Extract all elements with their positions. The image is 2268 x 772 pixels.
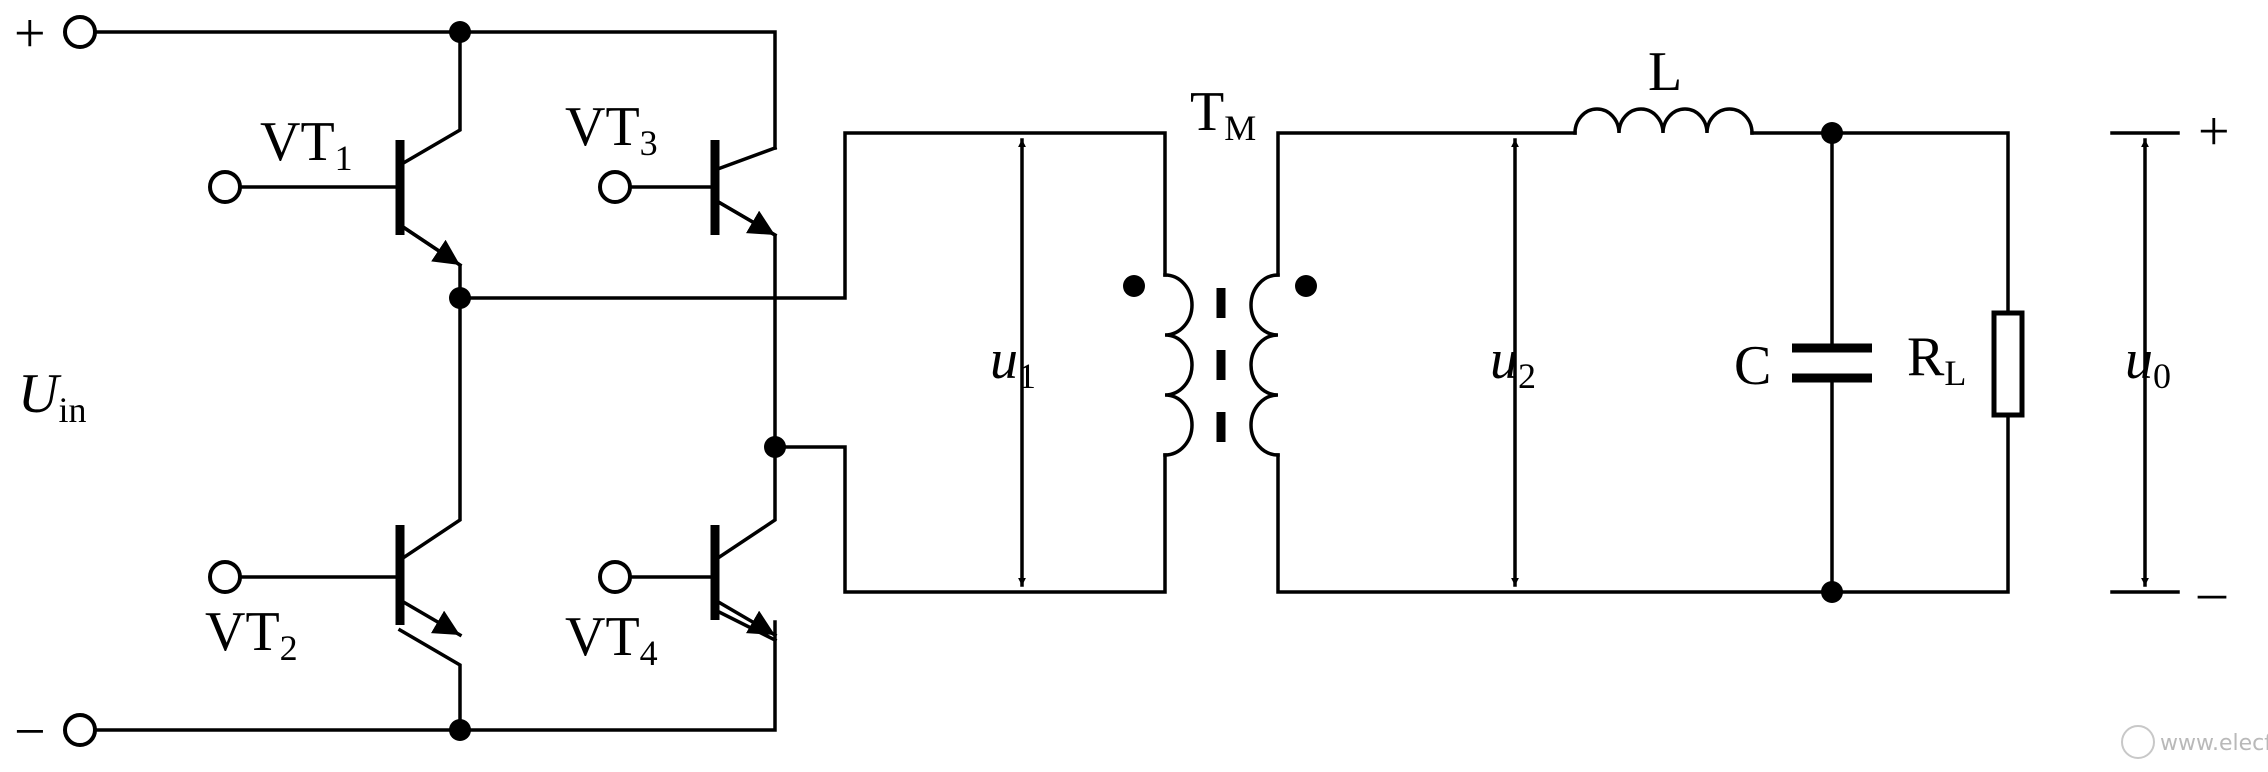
primary-connections — [458, 131, 1167, 594]
output-plus-sign: + — [2198, 101, 2230, 163]
watermark-text: www.elecfans.com — [2160, 731, 2268, 756]
watermark-logo-icon — [2121, 725, 2155, 759]
vt2-emitter-arrow — [397, 597, 463, 638]
transistor-vt1: VT1 — [208, 111, 463, 268]
u2-label: u2 — [1490, 329, 1536, 396]
output-bottom-junction — [1821, 581, 1843, 603]
primary-polarity-dot — [1123, 275, 1145, 297]
vt1-emitter-arrow — [397, 222, 463, 268]
secondary-polarity-dot — [1295, 275, 1317, 297]
minus-input-terminal — [63, 713, 97, 747]
input-minus-sign: − — [14, 701, 46, 763]
inductor-label: L — [1648, 41, 1682, 103]
input-rails — [63, 15, 777, 747]
vt3-label: VT3 — [565, 96, 658, 163]
voltage-u2: u2 — [1490, 138, 1536, 587]
u0-label: u0 — [2125, 329, 2171, 396]
transistor-vt4: VT4 — [565, 525, 778, 673]
capacitor-label: C — [1734, 335, 1771, 397]
vt1-base-terminal — [208, 170, 242, 204]
transformer-label: TM — [1190, 81, 1256, 148]
resistor-rl: RL — [1907, 310, 2025, 418]
watermark: www.elecfans.com — [2121, 725, 2268, 759]
input-plus-sign: + — [14, 3, 46, 65]
voltage-u1: u1 — [990, 138, 1036, 587]
input-voltage-label: Uin — [18, 363, 86, 430]
vt3-base-terminal — [598, 170, 632, 204]
capacitor-c: C — [1734, 335, 1872, 397]
secondary-winding — [1249, 273, 1280, 457]
plus-input-terminal — [63, 15, 97, 49]
resistor-label: RL — [1907, 326, 1966, 393]
transistor-vt3: VT3 — [565, 96, 778, 238]
secondary-circuit — [1276, 122, 2010, 603]
output-minus-sign: – — [2197, 561, 2227, 623]
vt4-base-terminal — [598, 560, 632, 594]
transformer-tm: TM — [1123, 81, 1317, 457]
transistor-vt2: VT2 — [205, 525, 463, 668]
u1-label: u1 — [990, 329, 1036, 396]
vt3-emitter-arrow — [712, 197, 778, 238]
primary-winding — [1163, 273, 1194, 457]
left-bridge-leg — [397, 30, 471, 732]
vt4-label: VT4 — [565, 606, 658, 673]
vt2-label: VT2 — [205, 601, 298, 668]
vt1-label: VT1 — [260, 111, 353, 178]
vt4-emitter-arrow — [712, 597, 778, 638]
vt2-base-terminal — [208, 560, 242, 594]
voltage-u0: u0 + – — [2110, 101, 2230, 623]
inductor-l: L — [1573, 41, 1754, 135]
output-top-junction — [1821, 122, 1843, 144]
